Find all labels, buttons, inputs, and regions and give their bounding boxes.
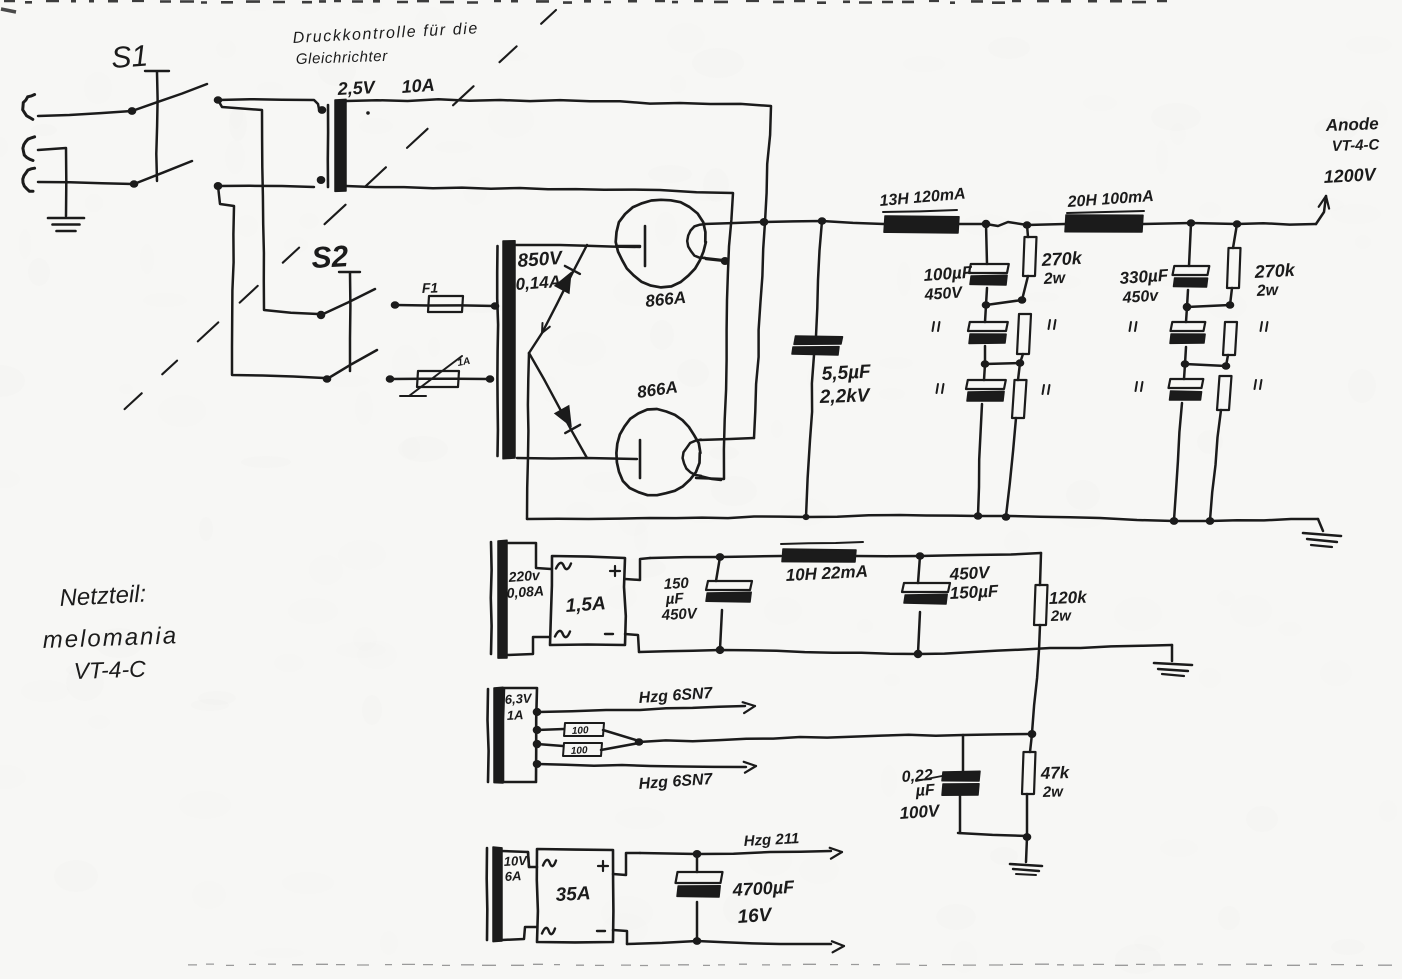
svg-text:150: 150 [663,575,690,593]
svg-text:µF: µF [664,590,685,608]
svg-text:0,22: 0,22 [901,767,933,786]
svg-text:100V: 100V [899,801,942,823]
svg-text:1,5A: 1,5A [565,593,607,617]
svg-text:1A: 1A [457,356,472,369]
svg-text:1A: 1A [506,707,523,723]
svg-text:melomania: melomania [42,622,178,654]
svg-text:20H 100mA: 20H 100mA [1066,188,1154,211]
svg-text:220v: 220v [507,567,541,585]
svg-text:120k: 120k [1048,588,1088,608]
svg-text:10V: 10V [503,853,528,869]
svg-text:Gleichrichter: Gleichrichter [296,48,389,68]
svg-text:Hzg 6SN7: Hzg 6SN7 [638,685,714,707]
svg-text:47k: 47k [1039,763,1071,783]
svg-text:Hzg 211: Hzg 211 [743,830,799,850]
svg-text:S1: S1 [110,40,149,75]
svg-text:Netzteil:: Netzteil: [59,580,147,612]
svg-text:5,5µF: 5,5µF [821,361,872,385]
svg-text:µF: µF [914,782,936,800]
svg-text:0,14A: 0,14A [515,272,562,294]
svg-text:VT-4-C: VT-4-C [1332,136,1381,155]
svg-text:450V: 450V [923,284,964,304]
svg-text:330µF: 330µF [1119,266,1169,288]
svg-text:450V: 450V [660,605,699,624]
svg-text:2w: 2w [1050,607,1073,625]
svg-text:6,3V: 6,3V [504,691,533,707]
svg-text:Anode: Anode [1324,114,1379,135]
svg-text:2w: 2w [1255,282,1280,300]
svg-text:16V: 16V [737,905,774,928]
svg-text:VT-4-C: VT-4-C [73,655,146,684]
svg-text:150µF: 150µF [949,581,999,603]
svg-text:6A: 6A [504,868,521,884]
svg-text:F1: F1 [422,279,439,296]
svg-text:850V: 850V [517,248,564,272]
svg-text:S2: S2 [311,240,350,275]
svg-text:270k: 270k [1253,260,1296,282]
svg-text:10A: 10A [401,75,435,97]
svg-text:0,08A: 0,08A [506,582,544,601]
svg-text:35A: 35A [555,883,591,906]
svg-text:2w: 2w [1042,783,1065,801]
svg-text:270k: 270k [1040,248,1083,270]
svg-text:2,2kV: 2,2kV [818,385,871,408]
svg-text:2w: 2w [1042,270,1067,288]
svg-text:450v: 450v [1121,287,1160,307]
svg-text:2,5V: 2,5V [336,77,377,99]
svg-text:10H 22mA: 10H 22mA [785,562,868,585]
svg-text:1200V: 1200V [1323,164,1378,187]
svg-text:100: 100 [571,745,589,757]
svg-text:4700µF: 4700µF [731,877,795,900]
svg-text:100: 100 [572,725,590,737]
svg-text:450V: 450V [948,563,991,584]
svg-text:866A: 866A [644,288,686,311]
svg-text:Hzg 6SN7: Hzg 6SN7 [638,771,714,793]
svg-text:100µF: 100µF [923,263,973,285]
